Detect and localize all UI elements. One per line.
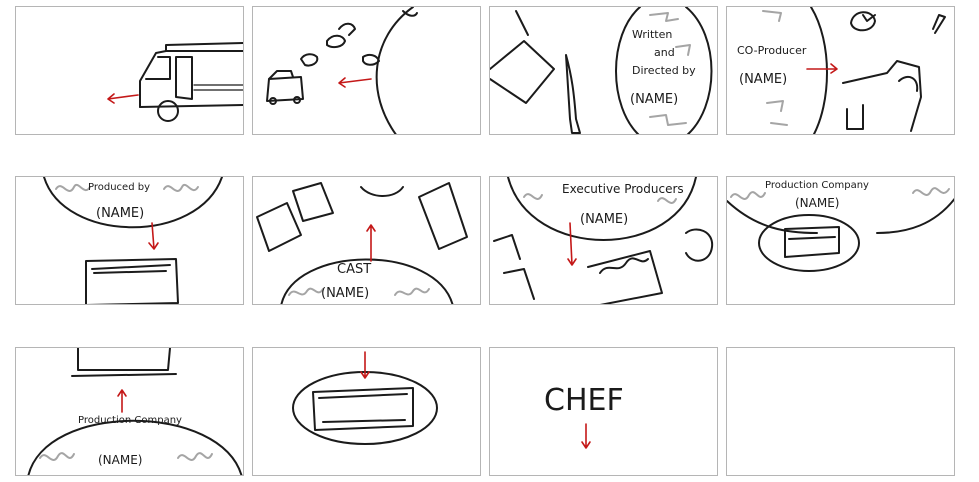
cast-sketch — [256, 182, 468, 304]
storyboard-panel-6: CAST (NAME) — [252, 176, 481, 305]
cast-title: CAST — [337, 262, 372, 277]
knife-and-board-sketch — [490, 7, 713, 134]
name-placeholder: (NAME) — [630, 92, 679, 107]
storyboard-panel-2 — [252, 6, 481, 135]
truck-and-birds-sketch — [266, 7, 418, 134]
name-placeholder: (NAME) — [96, 206, 145, 221]
chef-title-sketch — [581, 423, 591, 449]
produced-by-sketch — [43, 177, 223, 304]
chef-title: CHEF — [544, 383, 624, 418]
produced-by-title: Produced by — [88, 182, 150, 193]
executive-producers-title: Executive Producers — [562, 182, 684, 196]
and-text: and — [654, 46, 675, 59]
production-company-title: Production Company — [78, 415, 182, 426]
production-company-title: Production Company — [765, 180, 869, 191]
storyboard-panel-7: Executive Producers (NAME) — [489, 176, 718, 305]
executive-producers-sketch — [493, 177, 714, 304]
written-text: Written — [632, 28, 673, 41]
storyboard-panel-12 — [726, 347, 955, 476]
production-company-sketch — [727, 187, 954, 272]
co-producer-title: CO-Producer — [737, 44, 807, 57]
storyboard-panel-3: Written and Directed by (NAME) — [489, 6, 718, 135]
production-company-globe-sketch — [27, 348, 243, 475]
directed-by-text: Directed by — [632, 64, 696, 77]
co-producer-sketch — [762, 7, 946, 134]
storyboard-panel-10 — [252, 347, 481, 476]
storyboard-panel-4: CO-Producer (NAME) — [726, 6, 955, 135]
storyboard-panel-11: CHEF — [489, 347, 718, 476]
name-placeholder: (NAME) — [321, 286, 370, 301]
name-placeholder: (NAME) — [580, 212, 629, 227]
name-placeholder: (NAME) — [795, 196, 840, 210]
food-truck-sketch — [107, 42, 243, 122]
logo-oval-sketch — [292, 351, 438, 445]
name-placeholder: (NAME) — [739, 72, 788, 87]
name-placeholder: (NAME) — [98, 453, 143, 467]
storyboard-panel-8: Production Company (NAME) — [726, 176, 955, 305]
storyboard-panel-9: Production Company (NAME) — [15, 347, 244, 476]
storyboard-panel-5: Produced by (NAME) — [15, 176, 244, 305]
storyboard-panel-1 — [15, 6, 244, 135]
